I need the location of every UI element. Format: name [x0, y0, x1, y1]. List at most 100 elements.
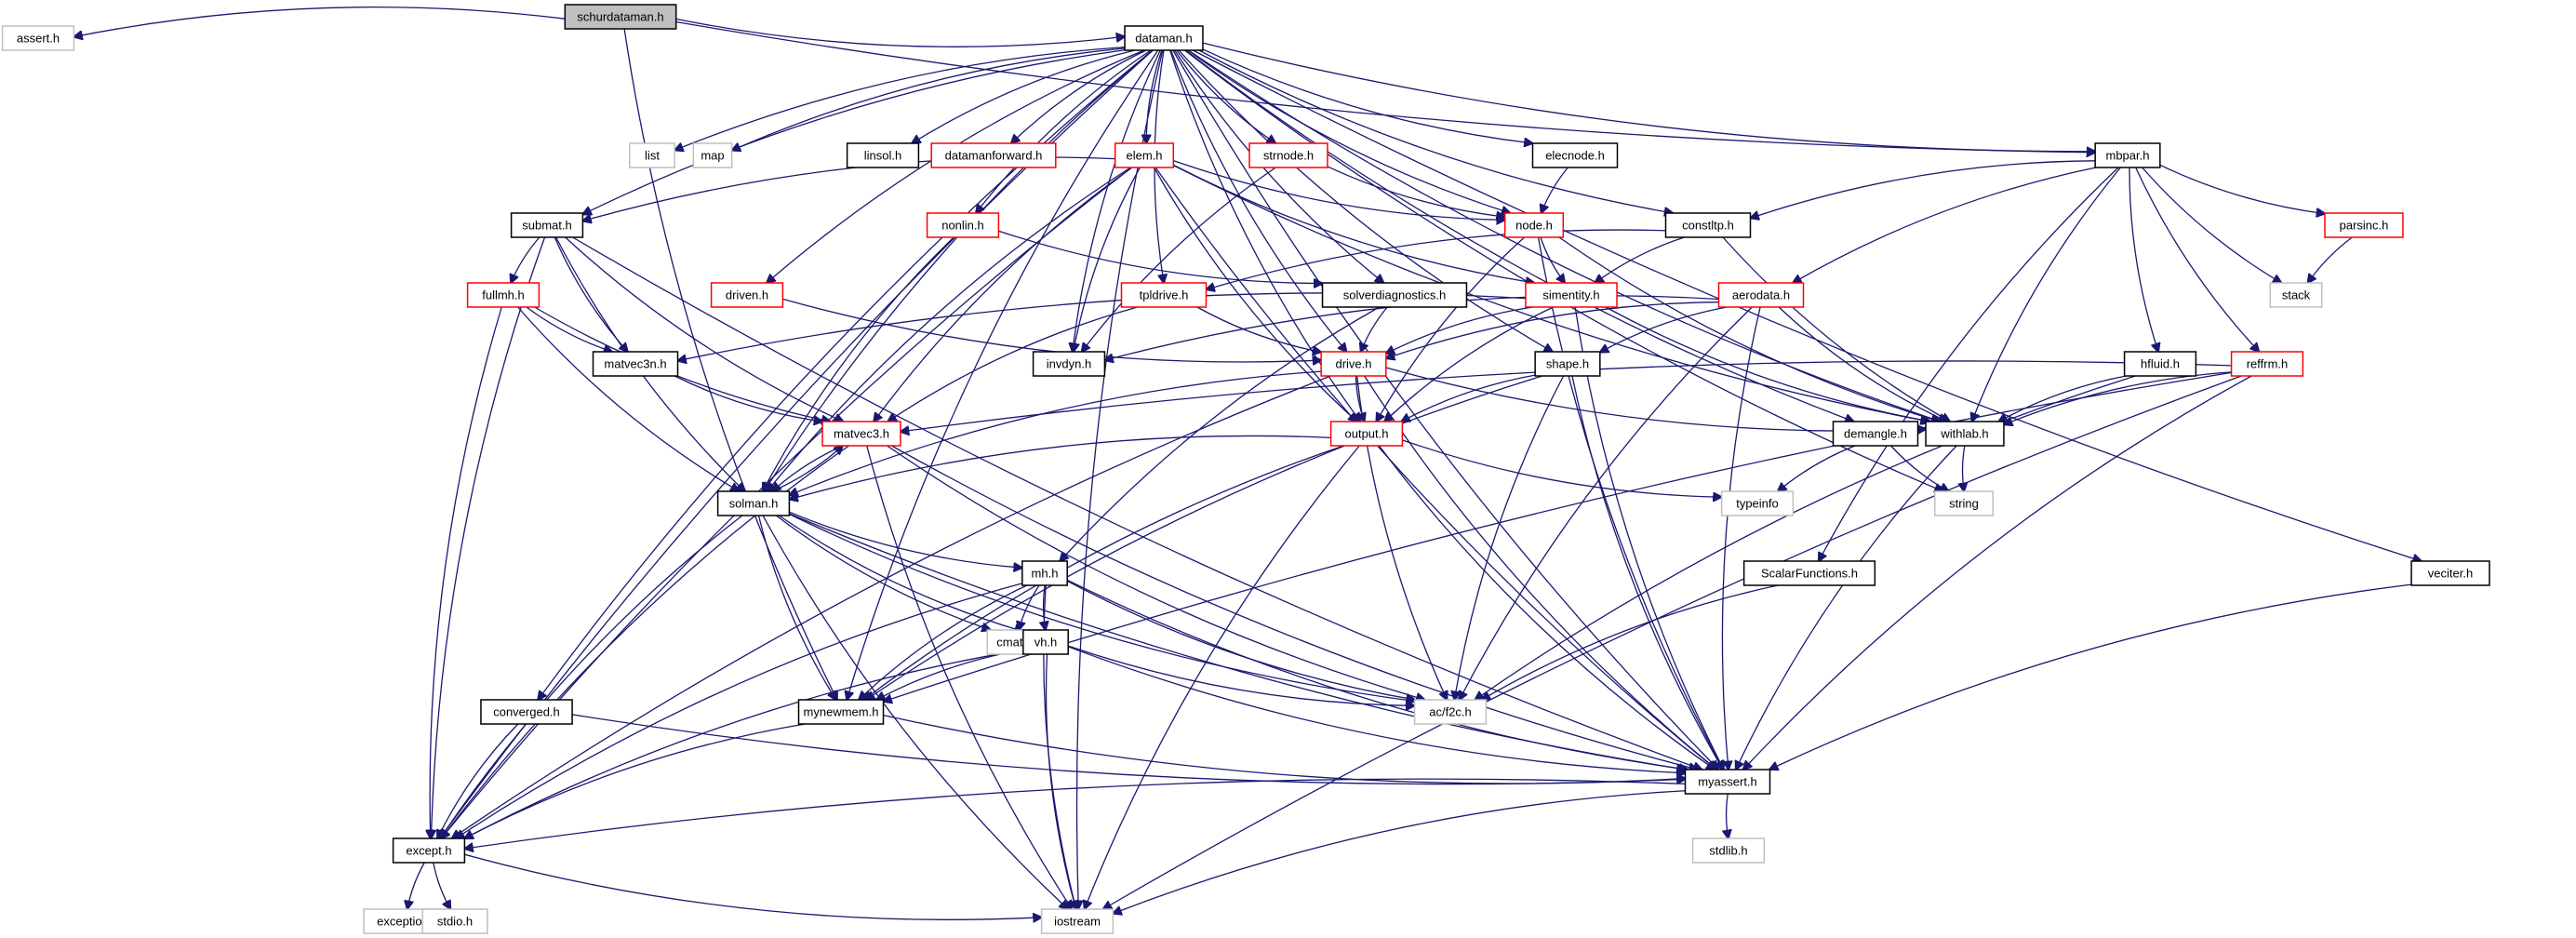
node-label: submat.h: [522, 219, 571, 233]
node-box: [510, 212, 584, 238]
node-aerodata[interactable]: aerodata.h: [1717, 282, 1805, 308]
node-mh[interactable]: mh.h: [1021, 560, 1068, 586]
edge-node-to-myassert: [1537, 236, 1724, 770]
node-drive[interactable]: drive.h: [1320, 351, 1387, 377]
edge-drive-to-acf2c: [1355, 375, 1448, 700]
node-label: matvec3.h: [834, 427, 889, 441]
node-mynewmem[interactable]: mynewmem.h: [797, 699, 885, 725]
edge-output-to-iostream: [1085, 445, 1360, 909]
node-box: [1742, 560, 1876, 586]
edge-vh-to-iostream: [1045, 653, 1076, 909]
node-simentity[interactable]: simentity.h: [1525, 282, 1618, 308]
edge-reffrm-to-myassert: [1743, 375, 2252, 770]
edge-dataman-to-nonlin: [976, 49, 1152, 213]
node-invdyn[interactable]: invdyn.h: [1032, 351, 1106, 377]
node-box: [421, 908, 488, 934]
edge-dataman-to-elem: [1146, 49, 1163, 143]
node-hfluid[interactable]: hfluid.h: [2123, 351, 2197, 377]
edge-solman-to-cmath: [775, 515, 990, 630]
edge-elecnode-to-node: [1542, 167, 1568, 213]
edge-simentity-to-output: [1384, 306, 1555, 422]
edge-dataman-to-linsol: [912, 49, 1135, 143]
edge-submat-to-myassert: [572, 236, 1702, 770]
edge-dataman-to-drive: [1169, 49, 1347, 352]
node-box: [1, 25, 75, 51]
node-output[interactable]: output.h: [1329, 421, 1404, 447]
edge-node-to-output: [1376, 236, 1525, 422]
node-box: [2094, 142, 2161, 168]
node-shape[interactable]: shape.h: [1534, 351, 1601, 377]
edge-schurdataman-to-mbpar: [675, 20, 2095, 152]
node-vh[interactable]: vh.h: [1022, 629, 1069, 655]
node-demangle[interactable]: demangle.h: [1832, 421, 1919, 447]
edges-layer: [73, 7, 2421, 920]
node-box: [1684, 769, 1771, 795]
node-tpldrive[interactable]: tpldrive.h: [1120, 282, 1208, 308]
node-box: [592, 351, 679, 377]
edge-constltp-to-simentity: [1595, 236, 1685, 283]
node-box: [1124, 25, 1204, 51]
edge-nonlin-to-solverdiagnostics: [998, 230, 1322, 283]
node-label: iostream: [1054, 915, 1101, 929]
edge-dataman-to-list: [674, 46, 1126, 151]
node-schurdataman[interactable]: schurdataman.h: [564, 4, 677, 30]
node-box: [716, 490, 791, 516]
node-box: [1032, 351, 1106, 377]
edge-aerodata-to-withlab: [1778, 306, 1947, 422]
node-linsol[interactable]: linsol.h: [846, 142, 920, 168]
node-box: [1525, 282, 1618, 308]
edge-mbpar-to-reffrm: [2135, 167, 2260, 352]
node-fullmh[interactable]: fullmh.h: [466, 282, 541, 308]
edge-veciter-to-myassert: [1769, 583, 2412, 770]
node-elecnode[interactable]: elecnode.h: [1531, 142, 1619, 168]
node-solverdiagnostics[interactable]: solverdiagnostics.h: [1321, 282, 1468, 308]
edge-dataman-to-datamanforward: [1011, 49, 1147, 143]
edge-mh-to-mynewmem: [859, 584, 1028, 700]
node-myassert[interactable]: myassert.h: [1684, 769, 1771, 795]
node-parsinc[interactable]: parsinc.h: [2324, 212, 2404, 238]
node-solman[interactable]: solman.h: [716, 490, 791, 516]
node-dataman[interactable]: dataman.h: [1124, 25, 1204, 51]
node-label: mbpar.h: [2106, 149, 2150, 163]
node-elem[interactable]: elem.h: [1114, 142, 1175, 168]
edge-except-to-exception: [407, 862, 425, 909]
node-box: [846, 142, 920, 168]
edge-tpldrive-to-drive: [1196, 306, 1321, 352]
edge-dataman-to-submat: [582, 49, 1126, 215]
edge-fullmh-to-except: [430, 306, 502, 838]
node-assert: assert.h: [1, 25, 75, 51]
edge-solman-to-matvec3: [771, 446, 843, 492]
node-scalarfunctions[interactable]: ScalarFunctions.h: [1742, 560, 1876, 586]
edge-elem-to-withlab: [1173, 165, 1929, 422]
node-veciter[interactable]: veciter.h: [2410, 560, 2490, 586]
edge-mynewmem-to-myassert: [883, 714, 1686, 784]
node-matvec3n[interactable]: matvec3n.h: [592, 351, 679, 377]
edge-dataman-to-solverdiagnostics: [1174, 49, 1384, 283]
node-box: [1925, 421, 2005, 447]
node-driven[interactable]: driven.h: [710, 282, 784, 308]
node-converged[interactable]: converged.h: [480, 699, 573, 725]
node-datamanforward[interactable]: datamanforward.h: [930, 142, 1057, 168]
node-mbpar[interactable]: mbpar.h: [2094, 142, 2161, 168]
node-label: exception: [377, 915, 429, 929]
node-except[interactable]: except.h: [392, 838, 466, 864]
node-reffrm[interactable]: reffrm.h: [2230, 351, 2304, 377]
edge-node-to-withlab: [1558, 236, 1940, 422]
edge-mh-to-vh: [1044, 584, 1046, 630]
node-submat[interactable]: submat.h: [510, 212, 584, 238]
node-label: nonlin.h: [941, 219, 984, 233]
node-label: constltp.h: [1682, 219, 1734, 233]
node-box: [480, 699, 573, 725]
node-label: myassert.h: [1698, 775, 1757, 789]
node-node[interactable]: node.h: [1503, 212, 1565, 238]
edge-matvec3-to-acf2c: [887, 445, 1425, 700]
edge-converged-to-myassert: [571, 714, 1685, 785]
edge-reffrm-to-withlab: [2004, 371, 2232, 424]
node-constltp[interactable]: constltp.h: [1664, 212, 1752, 238]
node-withlab[interactable]: withlab.h: [1925, 421, 2005, 447]
node-nonlin[interactable]: nonlin.h: [926, 212, 1000, 238]
node-strnode[interactable]: strnode.h: [1248, 142, 1328, 168]
node-matvec3[interactable]: matvec3.h: [821, 421, 901, 447]
node-box: [564, 4, 677, 30]
edge-vh-to-myassert: [1067, 646, 1685, 773]
